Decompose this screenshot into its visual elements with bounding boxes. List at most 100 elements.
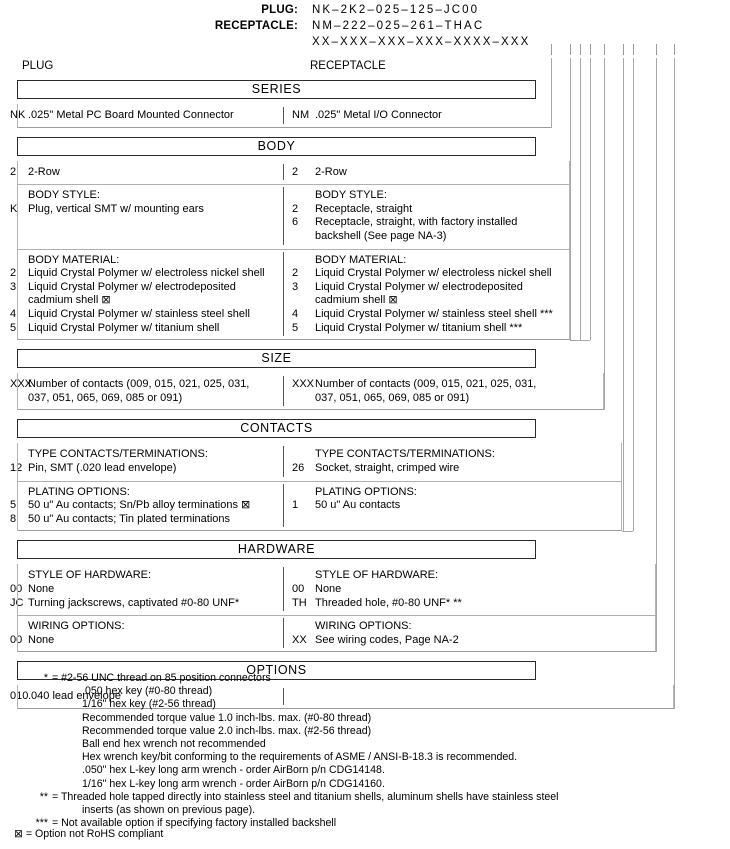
column-divider	[283, 163, 284, 181]
part-number-tick	[590, 44, 591, 55]
footnote-line: *= #2-56 UNC thread on 85 position conne…	[22, 672, 712, 685]
footnote-line: .050 hex key (#0-80 thread)	[22, 685, 712, 698]
column-header-plug: PLUG	[22, 60, 54, 72]
column-divider	[283, 618, 284, 649]
option-code: K	[10, 202, 18, 215]
option-code: TH	[292, 596, 307, 609]
part-number-tick-marks	[0, 44, 730, 58]
option-heading: WIRING OPTIONS:	[315, 620, 412, 633]
section-body-options	[17, 685, 674, 709]
option-code: 1	[292, 499, 299, 512]
section-body-series	[17, 104, 552, 128]
option-code: 00	[292, 583, 305, 595]
section-body-contacts	[17, 443, 622, 532]
option-description: Liquid Crystal Polymer w/ electrodeposit…	[315, 280, 523, 293]
option-heading: PLATING OPTIONS:	[315, 485, 417, 498]
footnote-marker: **	[39, 790, 48, 803]
option-heading: BODY MATERIAL:	[28, 253, 120, 266]
footnote-marker	[22, 738, 52, 751]
footnote-line: ** = Threaded hole tapped directly into s…	[22, 791, 712, 804]
footnote-marker	[22, 764, 52, 777]
receptacle-label: RECEPTACLE:	[214, 20, 298, 32]
footnote-text: 1/16" hex L-key long arm wrench - order …	[82, 777, 385, 790]
plug-part-number: NK–2K2–025–125–JC00	[312, 4, 480, 16]
part-number-tick	[604, 44, 605, 55]
section-body-body	[17, 160, 570, 341]
footnote-line: inserts (as shown on previous page).	[22, 804, 712, 817]
option-description: 2-Row	[28, 165, 60, 178]
part-number-tick	[656, 44, 657, 55]
option-code: NM	[292, 109, 310, 121]
receptacle-part-number: NM–222–025–261–THAC	[312, 20, 485, 32]
option-code: 6	[292, 216, 299, 229]
part-number-row-plug: PLUG: NK–2K2–025–125–JC00	[0, 4, 730, 20]
footnote-text: .050" hex L-key long arm wrench - order …	[82, 764, 385, 777]
column-divider	[283, 567, 284, 612]
footnote-text: = Threaded hole tapped directly into sta…	[52, 790, 559, 803]
column-divider	[283, 376, 284, 407]
part-number-tick	[570, 44, 571, 55]
footnote-line: Ball end hex wrench not recommended	[22, 738, 712, 751]
option-description: None	[28, 633, 55, 646]
plug-label: PLUG:	[261, 4, 298, 16]
footnote-marker	[22, 712, 52, 725]
column-divider	[283, 688, 284, 705]
option-description: 50 u" Au contacts; Sn/Pb alloy terminati…	[28, 499, 251, 512]
option-description: Liquid Crystal Polymer w/ stainless stee…	[315, 308, 553, 320]
option-code: 5	[10, 499, 17, 512]
option-description: cadmium shell ⊠	[28, 294, 111, 307]
footnote-text: .050 hex key (#0-80 thread)	[82, 685, 213, 698]
option-heading: WIRING OPTIONS:	[28, 620, 125, 633]
rohs-symbol-icon: ⊠	[14, 828, 23, 840]
column-divider	[283, 251, 284, 337]
leader-line-horizontal	[622, 531, 633, 533]
leader-line-vertical	[674, 58, 675, 709]
template-part-number: XX–XXX–XXX–XXX–XXXX–XXX	[312, 36, 531, 48]
option-description: Liquid Crystal Polymer w/ electrodeposit…	[28, 280, 236, 293]
option-heading: PLATING OPTIONS:	[28, 485, 130, 498]
option-code: 2	[10, 165, 17, 178]
option-description: backshell (See page NA-3)	[315, 230, 447, 242]
leader-line-vertical	[551, 58, 552, 128]
footnote-marker: ***	[35, 817, 48, 830]
footnote-text: 1/16" hex key (#2-56 thread)	[82, 698, 216, 711]
option-description: 037, 051, 065, 069, 085 or 091)	[28, 391, 183, 404]
option-description: Liquid Crystal Polymer w/ titanium shell	[28, 321, 220, 334]
column-divider	[283, 446, 284, 477]
option-code: 2	[292, 165, 299, 178]
option-description: Number of contacts (009, 015, 021, 025, …	[315, 378, 537, 391]
part-number-tick	[674, 44, 675, 55]
option-description: Plug, vertical SMT w/ mounting ears	[28, 202, 204, 215]
rohs-legend: ⊠ = Option not RoHS compliant	[14, 828, 163, 840]
section-title-contacts: CONTACTS	[17, 419, 536, 439]
option-code: 2	[10, 267, 17, 280]
option-description: 037, 051, 065, 069, 085 or 091)	[315, 391, 470, 404]
leader-line-vertical	[570, 58, 571, 341]
part-number-row-template: XX–XXX–XXX–XXX–XXXX–XXX	[0, 36, 730, 52]
footnote-text: = #2-56 UNC thread on 85 position connec…	[52, 672, 271, 684]
option-code: 5	[10, 321, 17, 334]
group-divider	[17, 184, 570, 186]
part-number-tick	[633, 44, 634, 55]
option-heading: BODY MATERIAL:	[315, 253, 407, 266]
footnote-line: Recommended torque value 2.0 inch-lbs. m…	[22, 725, 712, 738]
option-code: 010	[10, 690, 29, 703]
option-description: Pin, SMT (.020 lead envelope)	[28, 462, 177, 474]
footnote-text: Ball end hex wrench not recommended	[82, 738, 266, 751]
option-code: 4	[10, 308, 17, 320]
option-description: Liquid Crystal Polymer w/ electroless ni…	[315, 267, 552, 280]
option-code: 3	[10, 280, 17, 293]
option-heading: STYLE OF HARDWARE:	[28, 569, 152, 582]
part-number-header: PLUG: NK–2K2–025–125–JC00 RECEPTACLE: NM…	[0, 4, 730, 52]
footnote-marker	[22, 751, 52, 764]
option-code: 26	[292, 462, 305, 474]
option-code: 2	[292, 202, 299, 215]
option-code: XXX	[10, 378, 33, 391]
footnote-marker	[22, 685, 52, 698]
footnote-text: = Not available option if specifying fac…	[52, 817, 337, 830]
option-description: Socket, straight, crimped wire	[315, 462, 460, 474]
option-code: JC	[10, 596, 24, 609]
option-description: .025" Metal I/O Connector	[315, 109, 442, 121]
option-code: 8	[10, 512, 17, 525]
